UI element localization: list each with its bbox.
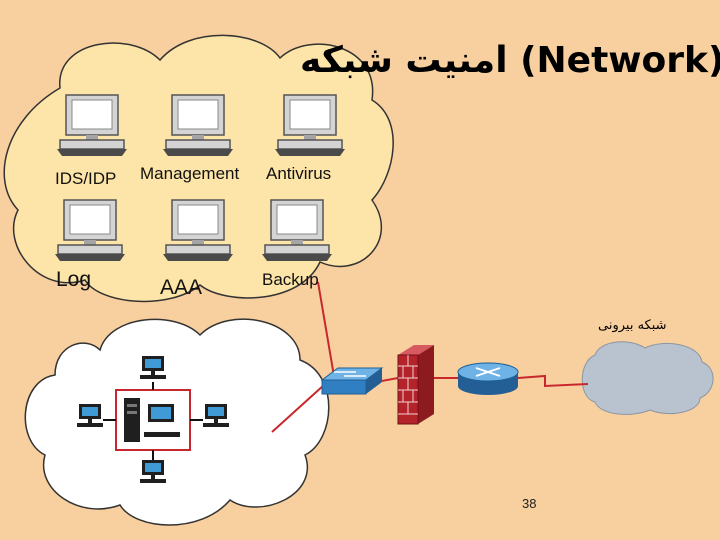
lan-client-left-icon[interactable] bbox=[77, 404, 103, 427]
link-router-to-external bbox=[517, 374, 589, 388]
link-cloud-to-switch bbox=[317, 281, 336, 383]
log-server-icon[interactable] bbox=[54, 199, 126, 262]
aaa-server-icon[interactable] bbox=[162, 199, 234, 262]
ids-server-icon[interactable] bbox=[56, 94, 128, 157]
antivirus-server-icon[interactable] bbox=[274, 94, 346, 157]
log-label: Log bbox=[56, 268, 92, 291]
page-title: امنیت شبکه (Network) bbox=[300, 40, 720, 81]
switch-icon[interactable] bbox=[320, 367, 384, 395]
management-label: Management bbox=[140, 164, 240, 183]
aaa-label: AAA bbox=[160, 276, 203, 299]
antivirus-label: Antivirus bbox=[266, 164, 332, 183]
lan-client-right-icon[interactable] bbox=[203, 404, 229, 427]
lan-server-icon[interactable] bbox=[115, 389, 191, 451]
page-number: 38 bbox=[522, 496, 537, 511]
external-network-label: شبکه بیرونی bbox=[598, 318, 667, 333]
ids-label: IDS/IDP bbox=[55, 169, 117, 188]
lan-client-top-icon[interactable] bbox=[140, 356, 166, 379]
management-server-icon[interactable] bbox=[162, 94, 234, 157]
backup-label: Backup bbox=[262, 270, 319, 289]
lan-client-bottom-icon[interactable] bbox=[140, 460, 166, 483]
backup-server-icon[interactable] bbox=[261, 199, 333, 262]
router-icon[interactable] bbox=[457, 362, 519, 395]
firewall-icon[interactable] bbox=[397, 345, 434, 425]
link-lan-to-switch bbox=[271, 384, 325, 433]
external-network-cloud bbox=[581, 341, 714, 415]
